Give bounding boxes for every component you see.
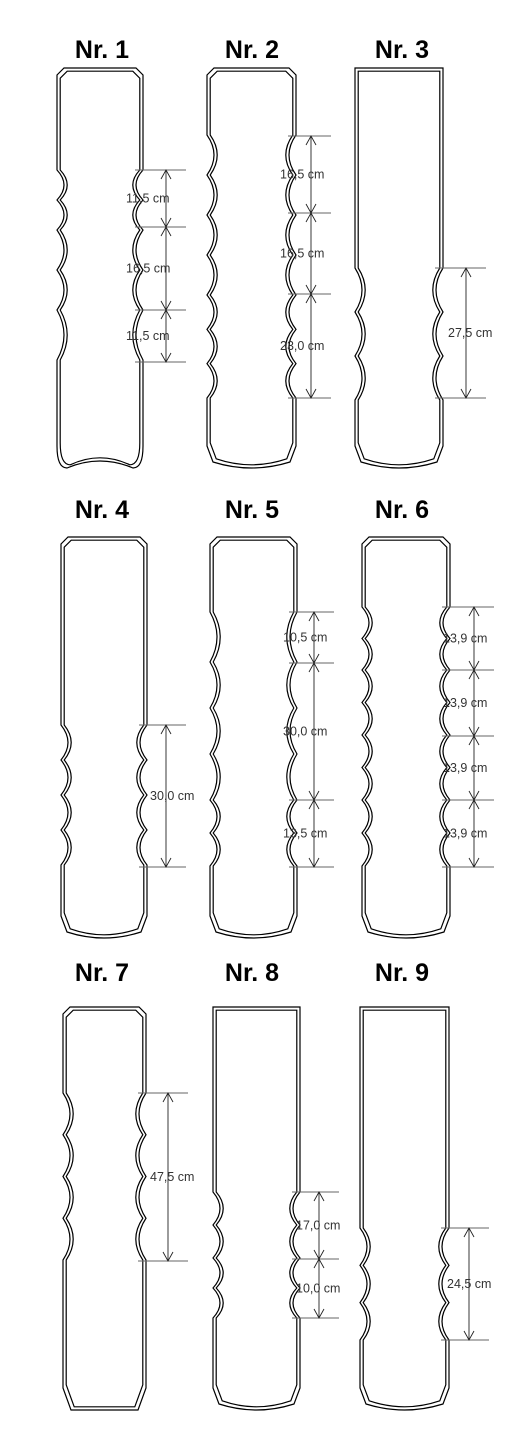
radiator-panel: Nr. 9 24,5 cm bbox=[359, 959, 491, 1411]
arrow-up-icon bbox=[160, 309, 172, 320]
arrow-down-icon bbox=[308, 857, 320, 868]
radiator-outline bbox=[354, 67, 444, 469]
dimension-label: 30,0 cm bbox=[150, 789, 194, 803]
panel-title: Nr. 9 bbox=[375, 959, 429, 987]
panel-title: Nr. 7 bbox=[75, 959, 129, 987]
radiator-inner-outline bbox=[362, 1009, 447, 1408]
arrow-up-icon bbox=[308, 799, 320, 810]
arrow-up-icon bbox=[313, 1258, 325, 1269]
panel-title: Nr. 2 bbox=[225, 36, 279, 64]
panel-title: Nr. 4 bbox=[75, 496, 129, 524]
radiator-outline bbox=[60, 536, 148, 939]
panel-title: Nr. 8 bbox=[225, 959, 279, 987]
radiator-outline bbox=[206, 67, 297, 469]
radiator-outline bbox=[62, 1006, 147, 1411]
radiator-inner-outline bbox=[63, 539, 145, 936]
arrow-down-icon bbox=[468, 857, 480, 868]
arrow-down-icon bbox=[160, 352, 172, 363]
dimension-label: 11,5 cm bbox=[126, 192, 170, 206]
dimension-label: 13,9 cm bbox=[443, 827, 487, 841]
panel-title: Nr. 1 bbox=[75, 36, 129, 64]
arrow-down-icon bbox=[460, 388, 472, 399]
dimension-label: 24,5 cm bbox=[447, 1277, 491, 1291]
dimension-label: 16,5 cm bbox=[280, 168, 324, 182]
radiator-outline bbox=[56, 67, 144, 469]
dimension-label: 27,5 cm bbox=[448, 326, 492, 340]
arrow-down-icon bbox=[305, 388, 317, 399]
radiator-panel: Nr. 6 13,9 cm 13,9 cm 13,9 cm 13,9 cm bbox=[361, 496, 494, 939]
panel-title: Nr. 6 bbox=[375, 496, 429, 524]
arrow-up-icon bbox=[308, 611, 320, 622]
dimension-label: 10,0 cm bbox=[296, 1282, 340, 1296]
arrow-down-icon bbox=[463, 1330, 475, 1341]
radiator-panel: Nr. 3 27,5 cm bbox=[354, 36, 492, 469]
arrow-up-icon bbox=[468, 735, 480, 746]
radiator-panel: Nr. 8 17,0 cm 10,0 cm bbox=[212, 959, 340, 1411]
dimension-label: 30,0 cm bbox=[283, 725, 327, 739]
radiator-panel: Nr. 7 47,5 cm bbox=[62, 959, 194, 1411]
arrow-up-icon bbox=[160, 226, 172, 237]
radiator-outline bbox=[361, 536, 451, 939]
dimension-label: 13,9 cm bbox=[443, 632, 487, 646]
arrow-up-icon bbox=[162, 1092, 174, 1103]
radiator-panel: Nr. 5 10,5 cm 30,0 cm 13,5 cm bbox=[209, 496, 334, 939]
arrow-up-icon bbox=[468, 799, 480, 810]
arrow-up-icon bbox=[468, 606, 480, 617]
radiator-inner-outline bbox=[212, 539, 295, 936]
arrow-up-icon bbox=[460, 267, 472, 278]
dimension-label: 17,0 cm bbox=[296, 1219, 340, 1233]
radiator-panel: Nr. 1 11,5 cm 16,5 cm 11,5 cm bbox=[56, 36, 186, 469]
radiator-outline bbox=[359, 1006, 450, 1411]
arrow-down-icon bbox=[160, 857, 172, 868]
dimension-label: 13,9 cm bbox=[443, 761, 487, 775]
panel-title: Nr. 5 bbox=[225, 496, 279, 524]
radiator-outline bbox=[212, 1006, 301, 1411]
arrow-up-icon bbox=[463, 1227, 475, 1238]
dimension-label: 47,5 cm bbox=[150, 1170, 194, 1184]
radiator-inner-outline bbox=[215, 1009, 298, 1408]
radiator-inner-outline bbox=[59, 70, 141, 466]
arrow-up-icon bbox=[305, 293, 317, 304]
dimension-label: 23,0 cm bbox=[280, 339, 324, 353]
dimension-label: 16,5 cm bbox=[280, 247, 324, 261]
panel-title: Nr. 3 bbox=[375, 36, 429, 64]
arrow-down-icon bbox=[313, 1308, 325, 1319]
radiator-inner-outline bbox=[209, 70, 294, 466]
dimension-label: 16,5 cm bbox=[126, 262, 170, 276]
arrow-up-icon bbox=[305, 212, 317, 223]
arrow-up-icon bbox=[160, 724, 172, 735]
arrow-up-icon bbox=[305, 135, 317, 146]
radiator-panel: Nr. 2 16,5 cm 16,5 cm 23,0 cm bbox=[206, 36, 331, 469]
dimension-label: 10,5 cm bbox=[283, 631, 327, 645]
dimension-label: 13,9 cm bbox=[443, 696, 487, 710]
radiator-inner-outline bbox=[357, 70, 441, 466]
dimension-label: 11,5 cm bbox=[126, 329, 170, 343]
radiator-panel: Nr. 4 30,0 cm bbox=[60, 496, 194, 939]
arrow-up-icon bbox=[468, 669, 480, 680]
dimension-label: 13,5 cm bbox=[283, 827, 327, 841]
radiator-outline bbox=[209, 536, 298, 939]
radiator-inner-outline bbox=[65, 1009, 144, 1408]
arrow-up-icon bbox=[308, 662, 320, 673]
arrow-up-icon bbox=[160, 169, 172, 180]
arrow-up-icon bbox=[313, 1191, 325, 1202]
arrow-down-icon bbox=[162, 1251, 174, 1262]
radiator-inner-outline bbox=[364, 539, 448, 936]
